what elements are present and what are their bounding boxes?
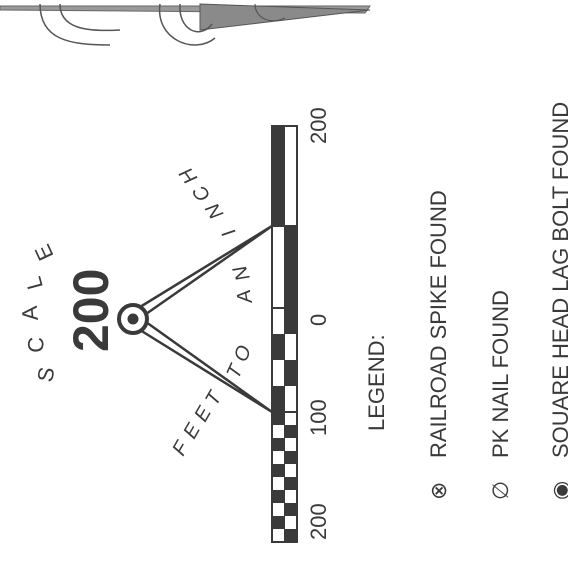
bar-segment-fine: [284, 503, 297, 516]
scale-letter-s: S: [32, 365, 59, 384]
dividers-hinge-outer: [117, 303, 149, 335]
dividers-leg-left: [139, 320, 273, 414]
contour-line-4: [179, 3, 213, 33]
tick-label-0: 0: [306, 314, 331, 326]
bar-segment-coarse: [284, 308, 297, 334]
scale-letter-e: E: [30, 241, 59, 265]
legend-title: LEGEND:: [364, 334, 389, 431]
contour-line-3: [158, 3, 216, 46]
legend-label-railroad-spike: RAILROAD SPIKE FOUND: [426, 190, 451, 458]
bar-segment-long: [272, 126, 285, 226]
tick-label-200-right: 200: [306, 107, 331, 144]
bar-segment-fine: [284, 477, 297, 490]
legend-symbol-lag-bolt: ◉: [548, 481, 568, 500]
dividers-leg-right: [139, 224, 273, 316]
scale-number: 200: [63, 269, 119, 352]
legend-symbol-pk-nail: ∅: [488, 481, 513, 500]
bar-segment-coarse: [272, 386, 285, 412]
legend-symbol-railroad-spike: ⊗: [426, 482, 451, 500]
scale-word: S C A L E: [17, 241, 60, 384]
scale-tick-labels: 200 100 0 200: [306, 107, 331, 540]
phrase-an-a: A: [233, 288, 257, 306]
scale-letter-l: L: [21, 274, 48, 292]
bar-segment-coarse: [284, 360, 297, 386]
scale-letter-a: A: [17, 305, 43, 322]
scale-letter-c: C: [23, 336, 49, 353]
scale-phrase: F E E T T O A N I N C H: [168, 163, 257, 460]
road-arrow: [199, 3, 371, 31]
contour-line-2: [59, 3, 121, 32]
tick-label-200-left: 200: [306, 503, 331, 540]
bar-segment-fine: [272, 412, 285, 425]
bar-segment-fine: [284, 425, 297, 438]
bar-segment-fine: [272, 438, 285, 451]
bar-segment-fine: [272, 490, 285, 503]
scale-bar-ticks: [272, 125, 297, 543]
contour-line-5: [254, 3, 286, 22]
dividers-icon: [117, 224, 273, 414]
map-fragment-top: [0, 3, 371, 46]
bar-segment-fine: [284, 529, 297, 542]
contour-line-1: [39, 3, 111, 46]
phrase-an-n: N: [229, 262, 255, 284]
phrase-feet-e1: E: [179, 419, 205, 442]
phrase-feet-f: F: [168, 436, 194, 459]
phrase-inch-c: C: [189, 181, 216, 206]
phrase-to-o: O: [230, 343, 256, 365]
bar-segment-coarse: [272, 334, 285, 360]
legend-items: ⊗ RAILROAD SPIKE FOUND ∅ PK NAIL FOUND ◉…: [426, 102, 568, 500]
phrase-inch-h: H: [175, 163, 202, 188]
scale-bar: [271, 125, 298, 543]
bar-segment-long: [284, 226, 297, 308]
bar-segment-fine: [284, 451, 297, 464]
bar-segment-fine: [272, 464, 285, 477]
phrase-feet-t: T: [201, 386, 227, 409]
tick-label-100: 100: [306, 399, 331, 436]
scale-bar-segments: [272, 126, 297, 542]
legend-label-pk-nail: PK NAIL FOUND: [488, 290, 513, 458]
legend-label-lag-bolt: SQUARE HEAD LAG BOLT FOUND: [548, 102, 568, 458]
phrase-inch-i: I: [218, 224, 240, 240]
dividers-hinge-inner: [127, 313, 139, 325]
bar-segment-fine: [272, 516, 285, 529]
phrase-inch-n: N: [202, 199, 229, 223]
